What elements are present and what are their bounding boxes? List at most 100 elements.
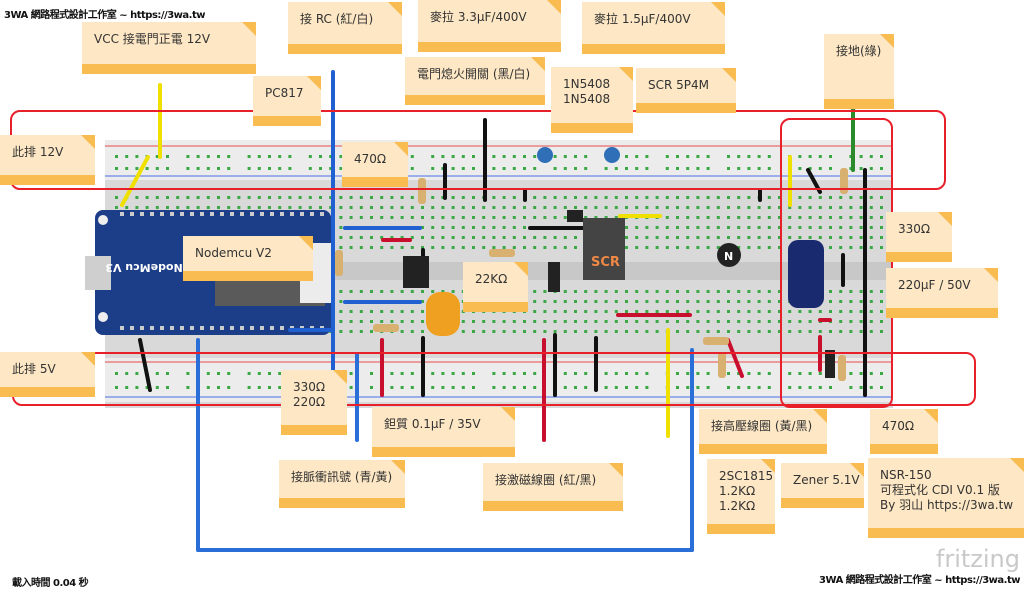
note-pc817: PC817 — [253, 76, 321, 126]
rail-hole — [247, 386, 251, 389]
board-hole — [839, 206, 843, 209]
board-hole — [645, 330, 649, 333]
board-hole — [635, 310, 639, 313]
pin — [190, 212, 194, 216]
board-hole — [686, 330, 690, 333]
board-hole — [625, 330, 628, 333]
rail-hole — [431, 386, 435, 389]
rail-hole — [767, 167, 771, 170]
note-line: 接高壓線圈 (黃/黑) — [711, 419, 813, 433]
board-hole — [625, 290, 628, 293]
board-hole — [757, 310, 761, 313]
board-hole — [859, 320, 863, 323]
board-hole — [421, 226, 424, 229]
electrolytic-capacitor — [788, 240, 824, 308]
board-hole — [686, 246, 690, 249]
board-hole — [574, 310, 577, 313]
board-hole — [523, 320, 526, 323]
rail-hole — [145, 167, 149, 170]
resistor — [418, 178, 426, 204]
board-hole — [196, 196, 200, 199]
board-hole — [839, 310, 843, 313]
rail-hole — [166, 372, 169, 375]
board-hole — [604, 330, 608, 333]
board-hole — [859, 206, 863, 209]
rail-hole — [523, 155, 526, 158]
rail-hole — [135, 386, 139, 389]
board-hole — [329, 206, 333, 209]
board-hole — [349, 246, 353, 249]
board-hole — [839, 236, 843, 239]
board-hole — [880, 226, 883, 229]
board-hole — [880, 320, 883, 323]
rail-hole — [574, 372, 577, 375]
resistor — [335, 250, 343, 276]
board-hole — [380, 320, 384, 323]
note-line: Nodemcu V2 — [195, 246, 272, 260]
rail-hole — [227, 155, 231, 158]
pin — [300, 212, 304, 216]
board-hole — [808, 216, 812, 219]
rail-hole — [737, 155, 741, 158]
board-hole — [390, 196, 394, 199]
board-hole — [716, 216, 720, 219]
board-hole — [737, 300, 741, 303]
pin — [260, 326, 264, 330]
board-hole — [655, 300, 659, 303]
board-hole — [492, 320, 496, 323]
rail-hole — [400, 386, 404, 389]
board-hole — [349, 310, 353, 313]
board-hole — [767, 216, 771, 219]
board-hole — [410, 330, 414, 333]
board-hole — [339, 236, 343, 239]
board-hole — [757, 206, 761, 209]
board-hole — [635, 196, 639, 199]
board-hole — [492, 216, 496, 219]
note-tant: 鉭質 0.1µF / 35V — [372, 407, 515, 457]
rail-hole — [115, 372, 118, 375]
board-hole — [788, 310, 792, 313]
board-hole — [543, 216, 547, 219]
rail-hole — [635, 155, 639, 158]
rail-hole — [155, 386, 159, 389]
rail-hole — [278, 372, 282, 375]
board-hole — [390, 216, 394, 219]
board-hole — [400, 216, 404, 219]
board-hole — [594, 290, 598, 293]
board-hole — [625, 310, 628, 313]
board-hole — [227, 206, 231, 209]
board-hole — [737, 290, 741, 293]
board-hole — [472, 226, 475, 229]
board-hole — [676, 226, 679, 229]
board-hole — [349, 290, 353, 293]
rail-hole — [472, 372, 475, 375]
board-hole — [808, 206, 812, 209]
film-capacitor — [537, 147, 553, 163]
board-hole — [737, 206, 741, 209]
rail-hole — [553, 155, 557, 158]
resistor — [373, 324, 399, 332]
board-hole — [778, 196, 781, 199]
board-hole — [359, 246, 363, 249]
board-hole — [390, 246, 394, 249]
fritzing-watermark: fritzing — [935, 545, 1020, 573]
board-hole — [410, 236, 414, 239]
note-line: 470Ω — [354, 152, 387, 166]
board-hole — [788, 206, 792, 209]
rail-hole — [370, 372, 373, 375]
note-line: 470Ω — [882, 419, 915, 433]
board-hole — [523, 330, 526, 333]
board-hole — [686, 196, 690, 199]
board-hole — [747, 320, 751, 323]
board-hole — [859, 226, 863, 229]
top-power-rail — [105, 140, 893, 180]
rail-hole — [125, 155, 129, 158]
pin — [160, 212, 164, 216]
board-hole — [492, 226, 496, 229]
board-hole — [472, 206, 475, 209]
jumper-wire — [120, 155, 150, 207]
board-hole — [512, 330, 516, 333]
rail-hole — [727, 155, 730, 158]
board-hole — [778, 216, 781, 219]
board-hole — [696, 330, 700, 333]
